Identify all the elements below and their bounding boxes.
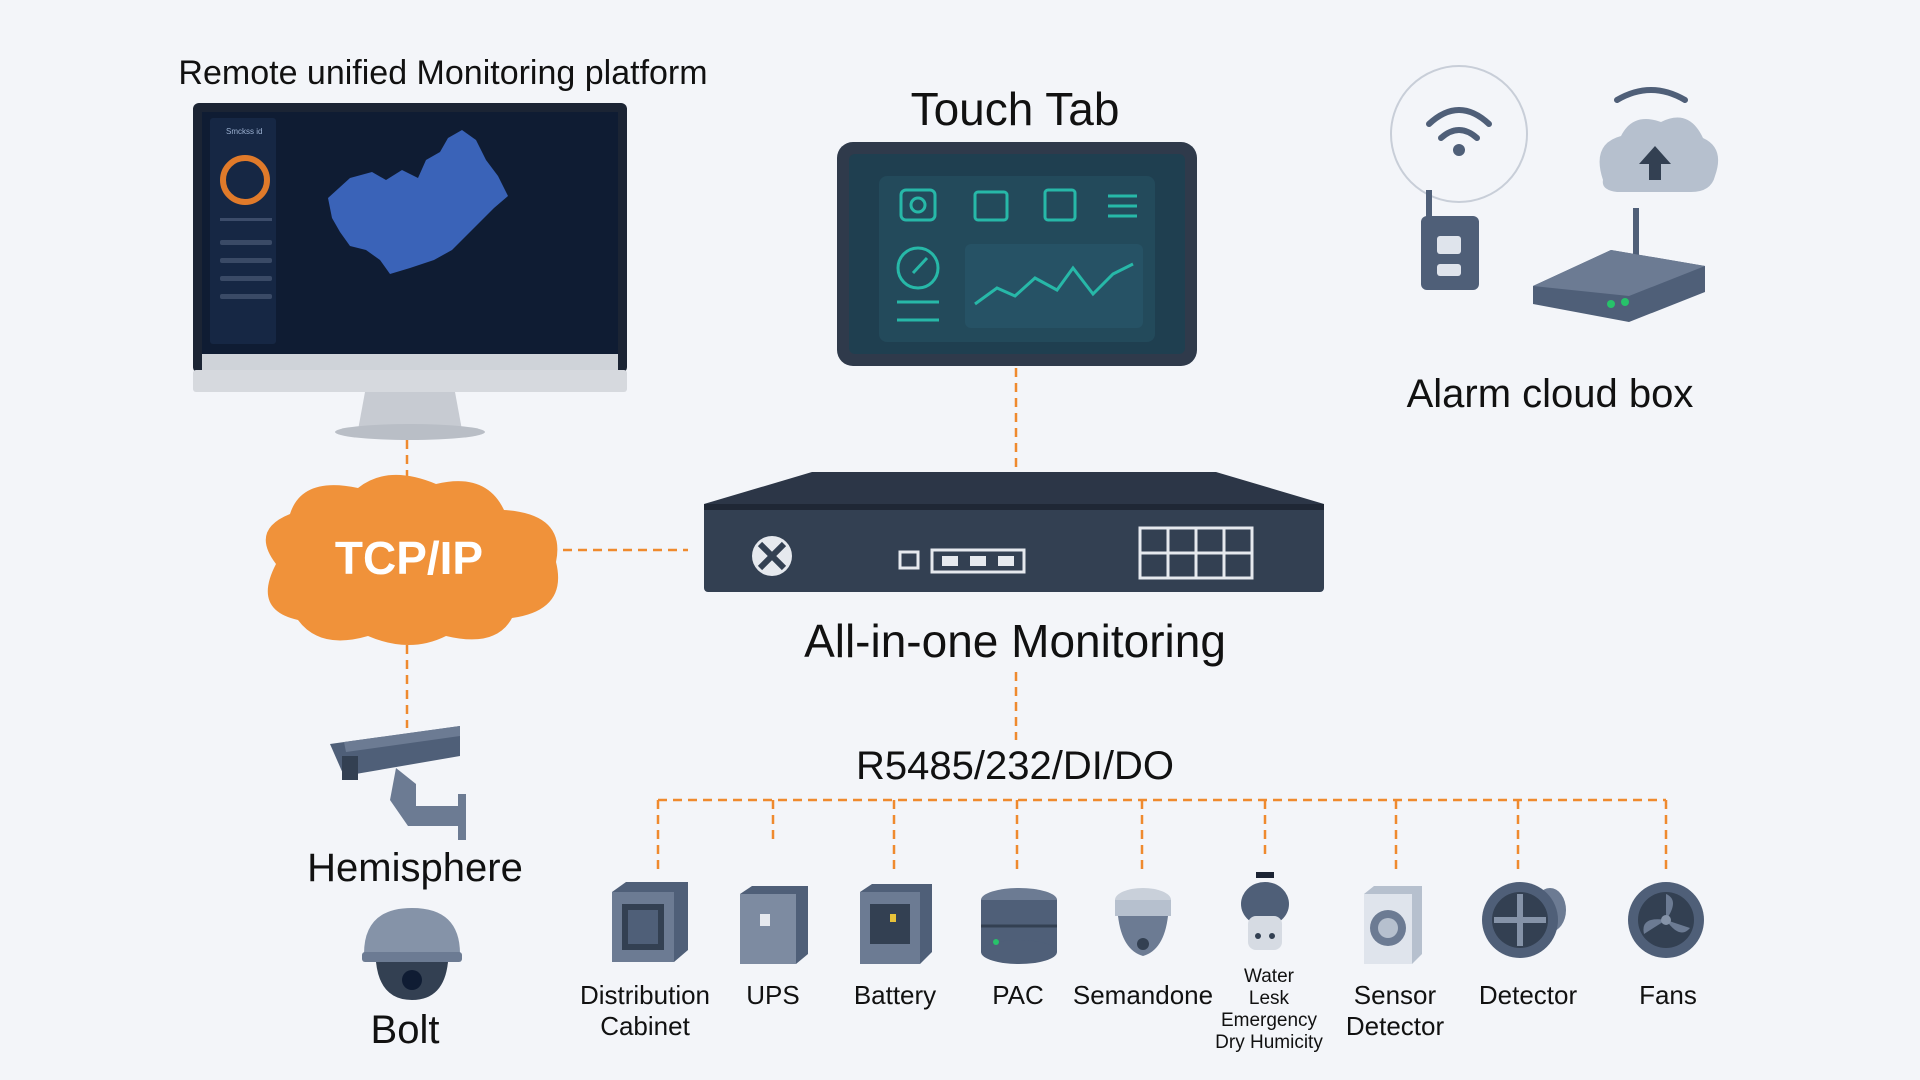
device-label-sensor: Sensor Detector bbox=[1345, 980, 1445, 1041]
device-label-ups: UPS bbox=[746, 980, 800, 1010]
bus-label: R5485/232/DI/DO bbox=[856, 744, 1174, 788]
wifi-icon bbox=[1426, 107, 1492, 141]
hub-title: All-in-one Monitoring bbox=[804, 615, 1226, 667]
detector-fan-icon bbox=[1482, 882, 1566, 958]
dome-camera-icon bbox=[362, 908, 462, 1000]
map-shape bbox=[328, 130, 508, 274]
screen-tab-text: Smckss id bbox=[226, 127, 262, 136]
hemisphere-label: Hemisphere bbox=[307, 846, 523, 890]
device-label-water-leak: Water Lesk Emergency Dry Humicity bbox=[1215, 966, 1323, 1053]
device-label-battery: Battery bbox=[853, 980, 937, 1010]
device-label-detector: Detector bbox=[1478, 980, 1578, 1010]
alarm-title: Alarm cloud box bbox=[1406, 372, 1694, 416]
device-label-cabinet: Distribution Cabinet bbox=[579, 980, 711, 1041]
water-leak-icon bbox=[1241, 872, 1289, 950]
cabinet-icon bbox=[612, 882, 688, 962]
ups-icon bbox=[740, 886, 808, 964]
trend-line bbox=[974, 262, 1134, 306]
pac-icon bbox=[981, 888, 1057, 964]
fan-icon bbox=[1628, 882, 1704, 958]
bolt-label: Bolt bbox=[370, 1008, 440, 1052]
device-label-pac: PAC bbox=[992, 980, 1044, 1010]
cloud-upload-icon bbox=[1599, 87, 1719, 192]
sensor-dome-icon bbox=[1115, 888, 1171, 956]
sensor-grille-icon bbox=[1364, 886, 1422, 964]
touch-tab-title: Touch Tab bbox=[910, 83, 1120, 135]
battery-icon bbox=[860, 884, 932, 964]
bolt-camera-icon bbox=[330, 726, 466, 840]
device-label-fans: Fans bbox=[1639, 980, 1697, 1010]
alarm-box-icon bbox=[1390, 65, 1719, 322]
monitor-icon: Smckss id bbox=[193, 103, 627, 440]
platform-title: Remote unified Monitoring platform bbox=[178, 54, 708, 92]
tablet-icon bbox=[837, 142, 1197, 366]
monitoring-unit-icon bbox=[704, 472, 1324, 592]
device-label-semandone: Semandone bbox=[1072, 980, 1214, 1010]
tcpip-label: TCP/IP bbox=[335, 532, 483, 584]
tcpip-cloud: TCP/IP bbox=[265, 474, 559, 645]
